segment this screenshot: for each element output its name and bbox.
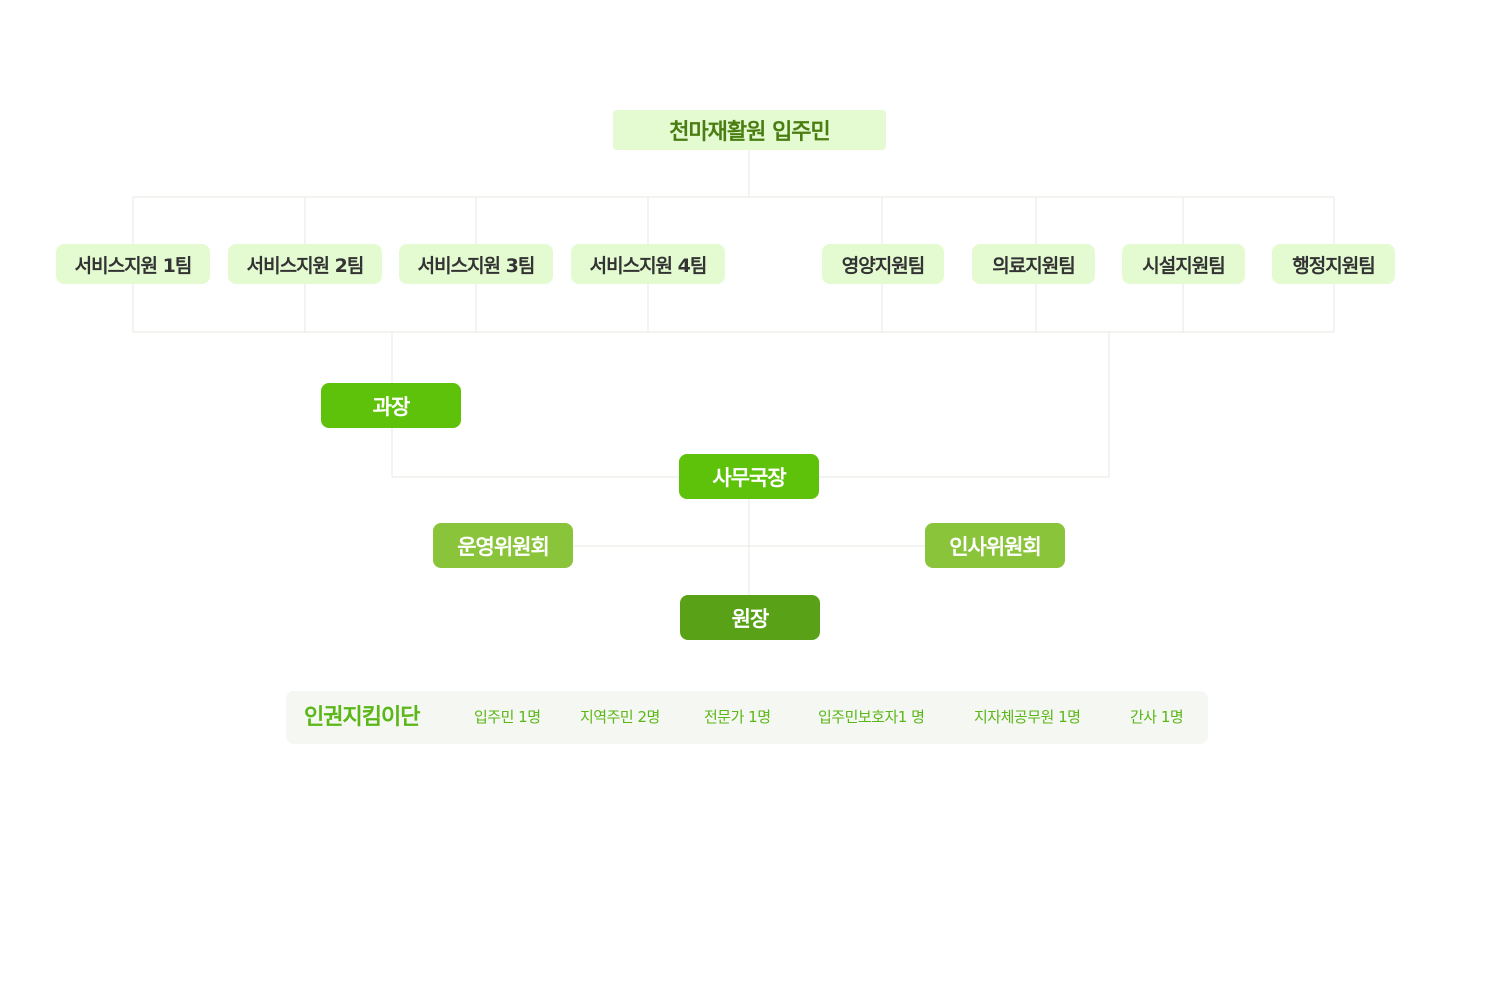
top-node: 천마재활원 입주민 (613, 110, 886, 150)
section-chief-node: 과장 (321, 383, 461, 428)
team-service-2: 서비스지원 2팀 (228, 244, 382, 284)
member-expert: 전문가 1명 (704, 708, 771, 726)
team-medical: 의료지원팀 (972, 244, 1095, 284)
member-guardian: 입주민보호자1 명 (818, 708, 925, 726)
team-service-1: 서비스지원 1팀 (56, 244, 210, 284)
human-rights-committee-panel: 인권지킴이단 입주민 1명 지역주민 2명 전문가 1명 입주민보호자1 명 지… (286, 691, 1208, 744)
team-facilities: 시설지원팀 (1122, 244, 1245, 284)
member-public-official: 지자체공무원 1명 (974, 708, 1081, 726)
team-service-3: 서비스지원 3팀 (399, 244, 553, 284)
human-rights-committee-title: 인권지킴이단 (304, 705, 420, 730)
member-resident: 입주민 1명 (474, 708, 541, 726)
secretary-general-node: 사무국장 (679, 454, 819, 499)
director-node: 원장 (680, 595, 820, 640)
member-local-residents: 지역주민 2명 (580, 708, 660, 726)
operations-committee-node: 운영위원회 (433, 523, 573, 568)
personnel-committee-node: 인사위원회 (925, 523, 1065, 568)
member-secretary: 간사 1명 (1130, 708, 1184, 726)
team-service-4: 서비스지원 4팀 (571, 244, 725, 284)
team-administration: 행정지원팀 (1272, 244, 1395, 284)
team-nutrition: 영양지원팀 (822, 244, 944, 284)
